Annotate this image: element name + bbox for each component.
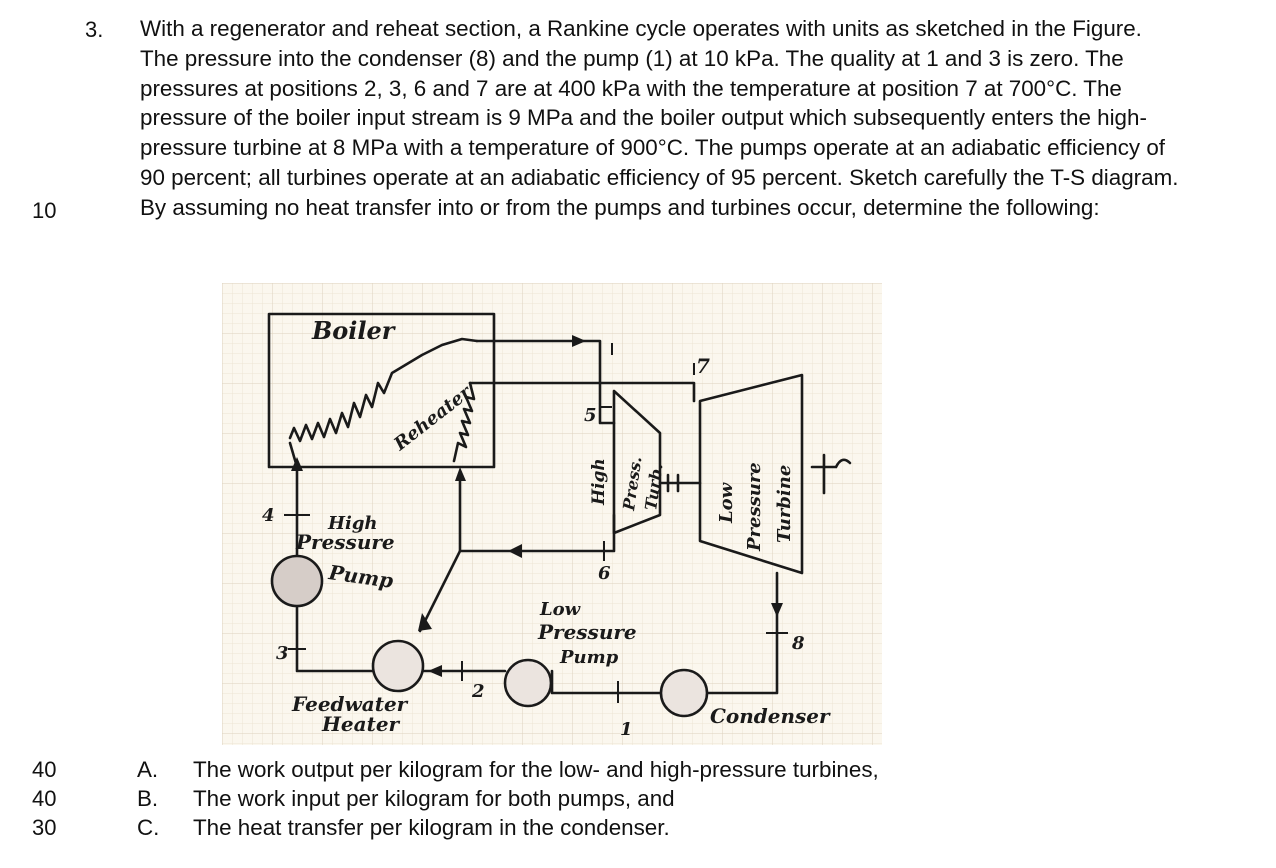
- state-2-label: 2: [471, 681, 485, 702]
- question-b-letter: B.: [137, 786, 159, 811]
- question-b: B. The work input per kilogram for both p…: [137, 785, 675, 813]
- lp-pump-label-3: Pump: [559, 647, 619, 668]
- question-b-text: The work input per kilogram for both pum…: [193, 786, 675, 811]
- condenser: [659, 668, 709, 718]
- lp-pump: [503, 658, 553, 708]
- condenser-label: Condenser: [710, 704, 831, 728]
- problem-statement: With a regenerator and reheat section, a…: [140, 16, 1179, 220]
- hp-pump-label-2: Pressure: [295, 530, 395, 554]
- feedwater-heater: [371, 639, 425, 693]
- state-7-label: 7: [696, 354, 710, 378]
- question-a-letter: A.: [137, 757, 159, 782]
- hp-turbine-label-1: High: [589, 458, 609, 506]
- reheater-coil: [452, 381, 476, 463]
- boiler-label: Boiler: [311, 316, 397, 345]
- hp-pump-label-1: High: [327, 513, 378, 534]
- lp-turbine: [698, 373, 804, 575]
- question-a: A. The work output per kilogram for the l…: [137, 756, 879, 784]
- lp-pump-label-1: Low: [539, 599, 582, 620]
- question-b-points: 40: [32, 786, 57, 811]
- lp-turbine-label-1: Low: [716, 481, 737, 524]
- lp-pump-label-2: Pressure: [537, 620, 637, 644]
- hp-pump: [270, 554, 324, 608]
- question-c: C. The heat transfer per kilogram in the …: [137, 814, 670, 842]
- state-5-label: 5: [584, 405, 597, 426]
- question-a-text: The work output per kilogram for the low…: [193, 757, 879, 782]
- rankine-cycle-figure: Boiler Reheater High Pressure Pump High …: [222, 283, 882, 745]
- problem-number: 3.: [85, 17, 104, 42]
- state-8-label: 8: [791, 633, 805, 654]
- fwh-label-1: Feedwater: [291, 692, 409, 716]
- question-c-letter: C.: [137, 815, 160, 840]
- question-c-points: 30: [32, 815, 57, 840]
- boiler-box: [267, 312, 496, 469]
- problem-points: 10: [32, 198, 57, 223]
- question-c-text: The heat transfer per kilogram in the co…: [193, 815, 670, 840]
- state-1-label: 1: [620, 719, 633, 740]
- question-a-points: 40: [32, 757, 57, 782]
- state-4-label: 4: [262, 505, 275, 526]
- lp-turbine-label-2: Pressure: [744, 462, 765, 552]
- fwh-label-2: Heater: [321, 712, 401, 736]
- hp-turbine: [612, 389, 662, 535]
- lp-turbine-label-3: Turbine: [774, 465, 795, 543]
- state-3-label: 3: [276, 643, 289, 664]
- boiler-coil: [288, 337, 479, 443]
- state-6-label: 6: [598, 563, 611, 584]
